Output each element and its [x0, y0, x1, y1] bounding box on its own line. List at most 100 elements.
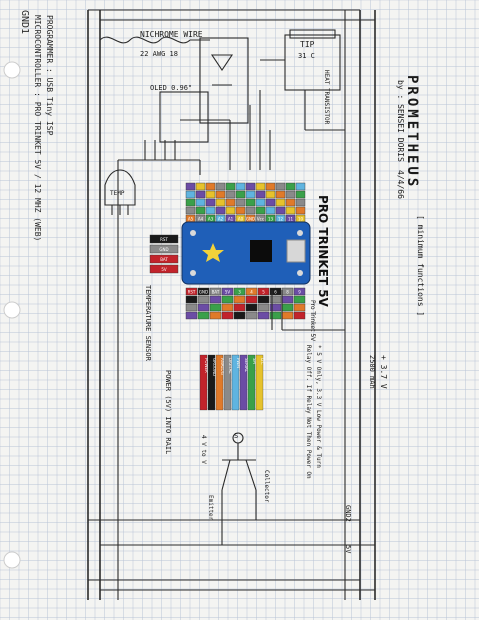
legend-label: I2C — [260, 358, 265, 365]
base-voltage-label: 4 V to V — [200, 435, 207, 464]
pin-tab-bottom — [281, 303, 294, 312]
nichrome-label: NICHROME WIRE — [140, 30, 203, 39]
pin-tab-bottom — [233, 303, 246, 312]
pin-tab-bottom — [293, 311, 306, 320]
pin-label: A0 — [238, 217, 244, 222]
pin-tab-left — [149, 254, 179, 264]
gnd2-bottom-label: GND2 — [344, 505, 352, 522]
pin-tab-top — [195, 182, 206, 191]
pin-label: BAT — [212, 290, 220, 295]
pin-label: GND — [159, 247, 168, 252]
pin-tab-top — [215, 190, 226, 199]
emitter-label: Emitter — [207, 495, 214, 521]
pin-label: 5V — [161, 267, 167, 272]
pin-tab-top — [285, 198, 296, 207]
pin-tab-top — [225, 182, 236, 191]
power-rails — [87, 9, 376, 600]
oled-label: OLED 0.96" — [150, 84, 193, 92]
pin-label: RST — [188, 290, 196, 295]
pin-tab-bottom — [221, 311, 234, 320]
pin-label: 8 — [286, 290, 289, 295]
nichrome-gauge-label: 22 AWG 18 — [140, 50, 178, 58]
pin-tab-top — [275, 190, 286, 199]
pin-label: Vcc — [257, 217, 264, 222]
microcontroller-label: MICROCONTROLLER : PRO TRINKET 5V / 12 MH… — [33, 15, 42, 242]
pin-tab-top — [235, 182, 246, 191]
temp-label: TEMP — [110, 190, 125, 197]
pin-tab-top — [275, 206, 286, 215]
heat-transistor-label: HEAT TRANSISTOR — [323, 70, 330, 125]
pin-tab-bottom — [185, 311, 198, 320]
pin-tab-top — [265, 190, 276, 199]
pin-tab-bottom — [293, 287, 306, 296]
pin-label: A1 — [228, 217, 234, 222]
relay-note-2: Relay Off. If Relay Not Then Power On — [305, 345, 312, 479]
pin-label: 12 — [278, 217, 284, 222]
5v-bottom-label: 5V — [344, 545, 352, 554]
binder-hole-bottom — [3, 551, 21, 569]
pin-label: RST — [160, 237, 168, 242]
pin-tab-top — [285, 206, 296, 215]
subtitle: by : SENSEI DORIS — [396, 80, 405, 162]
pin-tab-left — [149, 244, 179, 254]
oled-display-box — [159, 91, 209, 143]
pin-tab-bottom — [281, 311, 294, 320]
pin-tab-top — [235, 198, 246, 207]
power-rail-label: POWER (5V) INTO RAIL — [164, 370, 172, 455]
pin-tab-top — [245, 190, 256, 199]
title: PROMETHEUS — [404, 75, 420, 190]
pin-tab-bottom — [293, 303, 306, 312]
pin-tab-top — [215, 206, 226, 215]
pin-tab-bottom — [233, 311, 246, 320]
pin-tab-bottom — [221, 287, 234, 296]
pin-label: 3 — [238, 290, 241, 295]
pin-tab-top — [205, 190, 216, 199]
programmer-label: PROGRAMMER : USB Tiny ISP — [45, 15, 54, 136]
star-logo — [202, 243, 224, 262]
transistor-label: S — [234, 432, 239, 440]
legend-label: ANALOG — [220, 358, 225, 375]
pin-tab-top — [205, 182, 216, 191]
pin-label: A3 — [208, 217, 214, 222]
pin-tab-top — [245, 206, 256, 215]
pin-label: GND — [199, 290, 208, 295]
npn-transistor — [221, 432, 257, 545]
pin-label: 6 — [274, 290, 277, 295]
pin-tab-top — [235, 206, 246, 215]
legend-label: PWM — [236, 358, 241, 368]
battery-voltage: + 3.7 V — [379, 355, 388, 389]
usb-connector — [286, 239, 306, 263]
pin-tab-bottom — [245, 311, 258, 320]
pin-tab-top — [265, 182, 276, 191]
pro-trinket-board — [181, 221, 311, 285]
legend-label: SPI — [252, 358, 257, 364]
control-wires — [118, 59, 345, 175]
pin-tab-top — [195, 206, 206, 215]
pin-tab-bottom — [197, 295, 210, 304]
pin-label: 10 — [298, 217, 304, 222]
pin-tab-top — [185, 182, 196, 191]
tip-transistor-box — [284, 34, 341, 91]
pin-label: 13 — [268, 217, 274, 222]
relay-note: * 5 V Only, 3.3 V Low Power & Turn — [315, 345, 322, 468]
legend-bar — [255, 354, 264, 411]
pin-tab-bottom — [269, 287, 282, 296]
legend-label: SERIAL — [244, 358, 249, 373]
pin-tab-bottom — [185, 287, 198, 296]
legend-bar — [231, 354, 240, 411]
pin-tab-top — [215, 182, 226, 191]
pin-label: 5 — [262, 290, 265, 295]
pin-tab-bottom — [197, 303, 210, 312]
pin-tab-top — [225, 206, 236, 215]
pin-tab-top — [205, 198, 216, 207]
pin-tab-top — [215, 198, 226, 207]
pin-tab-top — [285, 182, 296, 191]
pin-label: A4 — [198, 217, 204, 222]
tip-label: TIP — [300, 40, 315, 49]
pin-tab-bottom — [257, 287, 270, 296]
binder-hole-middle — [3, 301, 21, 319]
pin-tab-bottom — [245, 295, 258, 304]
pin-tab-bottom — [233, 295, 246, 304]
